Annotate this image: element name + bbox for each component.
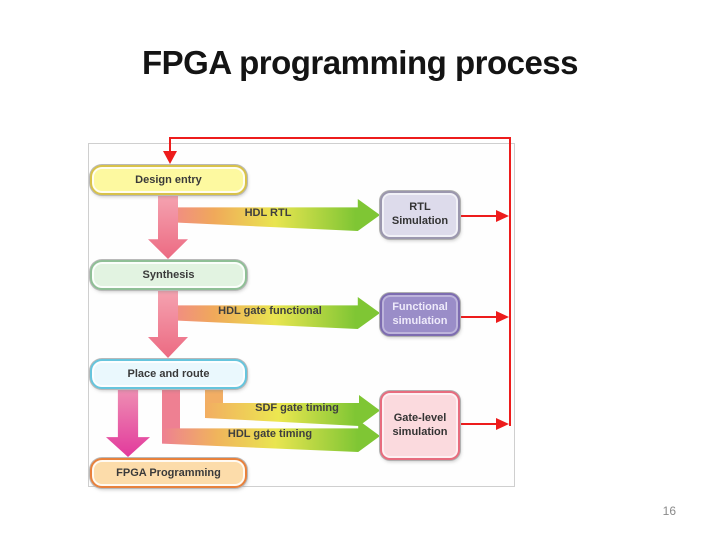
sim-box-functional-simulation: Functional simulation [380,293,460,336]
flow-arrow-hdl-timing-connector [162,386,180,429]
feedback-right-arrow-icon [496,210,509,222]
sim-box-label: Functional simulation [392,300,448,327]
feedback-down-arrow-icon [163,151,177,164]
feedback-top-line [169,137,511,139]
flow-arrow-sdf-connector [205,386,223,404]
feedback-right-line [509,137,511,426]
sim-box-rtl-simulation: RTL Simulation [380,191,460,239]
flow-label-hdl-gate-timing: HDL gate timing [227,428,313,440]
feedback-right-arrow-icon [496,418,509,430]
process-box-fpga-programming: FPGA Programming [90,458,247,488]
process-box-place-and-route: Place and route [90,359,247,389]
fpga-flowchart: HDL RTL HDL gate functional SDF gate tim… [88,133,515,488]
sim-box-label: Gate-level simulation [392,411,448,438]
flow-label-sdf-gate-timing: SDF gate timing [255,402,339,414]
feedback-line-gate-level [460,423,498,425]
sim-box-gate-level-simulation: Gate-level simulation [380,391,460,460]
feedback-left-line [169,137,171,152]
sim-box-label: RTL Simulation [391,201,449,227]
process-box-label: FPGA Programming [116,467,221,479]
process-box-label: Design entry [135,174,202,186]
flow-label-hdl-gate-functional: HDL gate functional [218,305,322,317]
slide-title: FPGA programming process [141,44,579,81]
process-box-synthesis: Synthesis [90,260,247,290]
feedback-right-arrow-icon [496,311,509,323]
process-box-design-entry: Design entry [90,165,247,195]
process-box-label: Synthesis [142,269,195,281]
feedback-line-rtl [460,215,498,217]
flow-label-hdl-rtl: HDL RTL [244,207,292,219]
process-box-label: Place and route [127,368,210,380]
page-number: 16 [662,504,676,518]
feedback-line-functional [460,316,498,318]
